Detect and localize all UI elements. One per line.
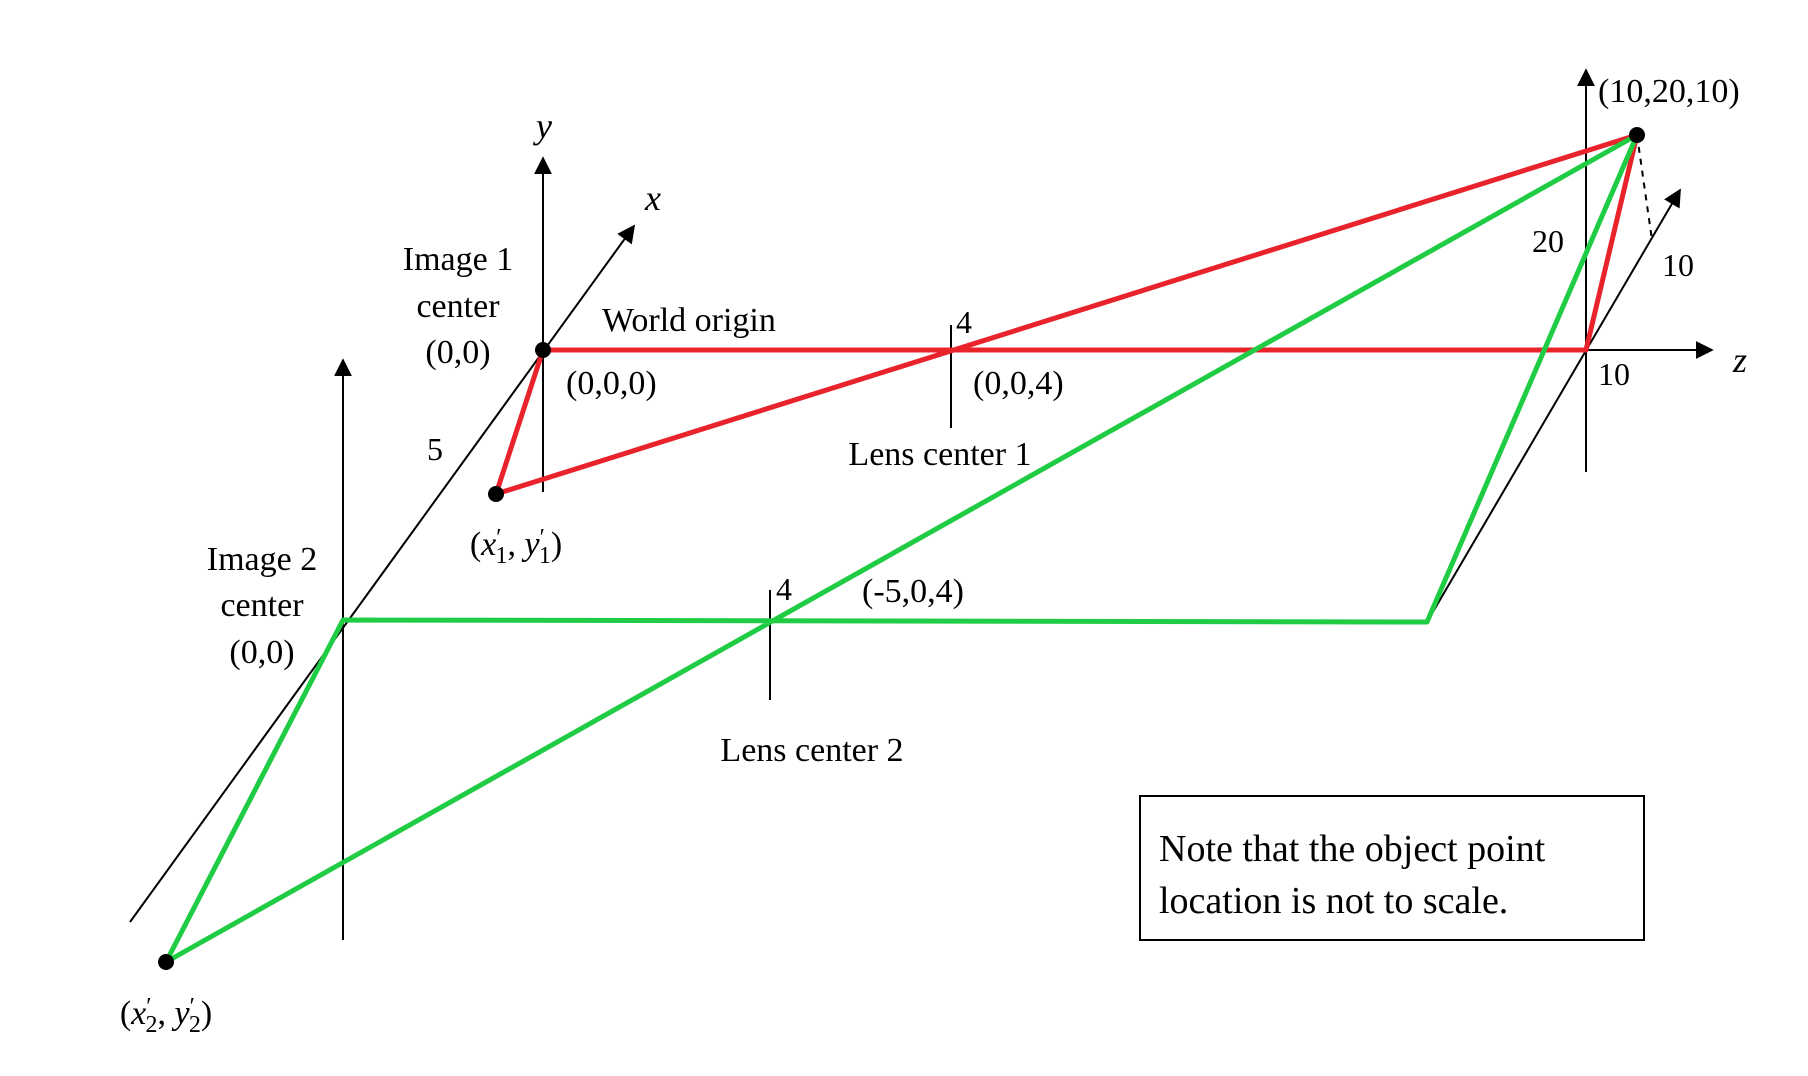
y-axis-label: y (533, 106, 552, 146)
object-point-coord: (10,20,10) (1598, 73, 1740, 110)
object-z-length: 10 (1598, 356, 1630, 392)
image-point-2-ysub: 2 (189, 1012, 201, 1038)
object-dashed-drop (1636, 134, 1653, 241)
image-point-1-xprime: ′ (496, 525, 501, 551)
image2-line2: center (220, 587, 304, 624)
world-origin-coord: (0,0,0) (566, 365, 657, 402)
image-point-2-yprime: ′ (190, 994, 195, 1020)
note-box: Note that the object point location is n… (1139, 795, 1645, 941)
image-point-1 (488, 486, 504, 502)
image-point-1-x: x (480, 526, 496, 563)
lens1-coord: (0,0,4) (973, 365, 1064, 402)
lens2-tick-label: 4 (776, 571, 792, 607)
lens2-coord: (-5,0,4) (862, 573, 964, 610)
image-point-2-xprime: ′ (146, 994, 151, 1020)
world-origin-label: World origin (602, 302, 776, 339)
ray-camera2 (163, 132, 1640, 965)
note-line2: location is not to scale. (1159, 880, 1509, 922)
lens1-tick-label: 4 (956, 304, 972, 340)
image-point-1-xsub: 1 (496, 543, 508, 569)
x-axis-line (129, 224, 636, 923)
lens2-label: Lens center 2 (720, 732, 903, 769)
note-line1: Note that the object point (1159, 828, 1546, 870)
image-point-2-label: (x′2, y′2) (120, 994, 212, 1038)
baseline-offset-label: 5 (427, 431, 443, 467)
image2-line1: Image 2 (207, 541, 317, 578)
image1-line2: center (416, 288, 500, 325)
object-y-length: 20 (1532, 223, 1564, 259)
image-point-2-xsub: 2 (146, 1012, 158, 1038)
object-x-length: 10 (1662, 247, 1694, 283)
x-axis-label: x (644, 178, 661, 218)
ray-camera1 (493, 132, 1640, 497)
image1-line1: Image 1 (403, 241, 513, 278)
image-point-2 (158, 954, 174, 970)
image-point-2-x: x (130, 995, 146, 1032)
world-origin-point (535, 342, 551, 358)
image1-coord: (0,0) (425, 334, 490, 371)
image2-coord: (0,0) (229, 634, 294, 671)
image-point-1-ysub: 1 (539, 543, 551, 569)
lens1-label: Lens center 1 (848, 436, 1031, 473)
object-x-axis (1426, 188, 1681, 623)
image-point-1-label: (x′1, y′1) (470, 525, 562, 569)
z-axis-label: z (1732, 340, 1747, 380)
object-point (1629, 127, 1645, 143)
image-point-2-y: y (172, 995, 191, 1032)
image-point-1-yprime: ′ (540, 525, 545, 551)
image-point-1-y: y (522, 526, 541, 563)
